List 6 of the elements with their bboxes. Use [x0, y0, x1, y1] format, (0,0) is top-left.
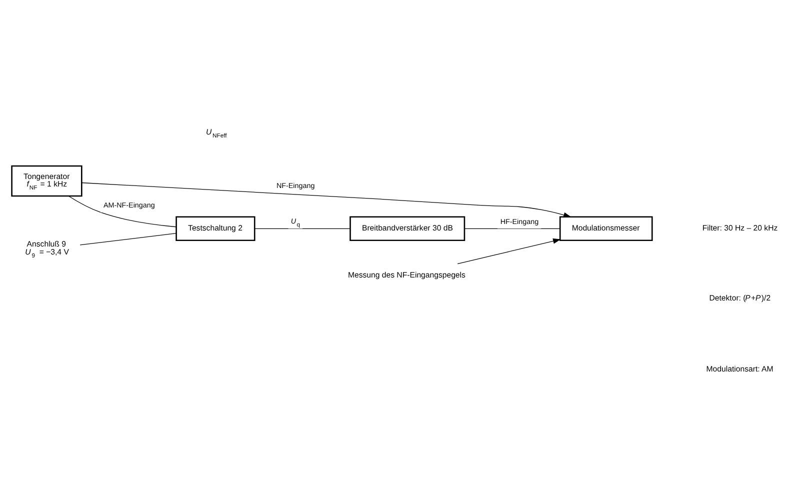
connector	[464, 228, 560, 229]
connector	[254, 228, 350, 229]
arrow	[81, 182, 572, 218]
connector	[80, 233, 176, 246]
connector	[68, 196, 176, 228]
arrow	[457, 238, 561, 264]
